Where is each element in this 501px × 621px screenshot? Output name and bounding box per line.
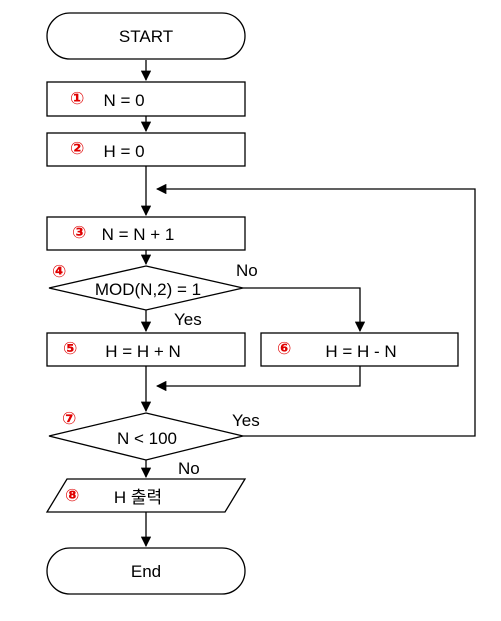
step7-decision: ⑦ N < 100 Yes No bbox=[48, 409, 260, 478]
step1-number: ① bbox=[70, 89, 84, 108]
start-terminal: START bbox=[46, 12, 246, 60]
end-terminal: End bbox=[46, 547, 246, 595]
arrow-4-no-to-6 bbox=[243, 287, 366, 333]
step2-number: ② bbox=[70, 139, 84, 158]
step6-number: ⑥ bbox=[277, 339, 291, 358]
step3-process: ③ N = N + 1 bbox=[46, 216, 246, 251]
step7-yes-label: Yes bbox=[232, 411, 260, 430]
step4-number: ④ bbox=[52, 262, 66, 281]
step3-number: ③ bbox=[72, 223, 86, 242]
step5-label: H = H + N bbox=[105, 342, 181, 361]
step7-number: ⑦ bbox=[62, 409, 76, 428]
connectors bbox=[140, 60, 476, 548]
step6-label: H = H - N bbox=[325, 342, 396, 361]
end-label: End bbox=[131, 562, 161, 581]
step4-yes-label: Yes bbox=[174, 310, 202, 329]
step2-label: H = 0 bbox=[103, 142, 144, 161]
step8-label: H 출력 bbox=[114, 488, 162, 507]
start-label: START bbox=[119, 27, 173, 46]
step7-no-label: No bbox=[178, 459, 200, 478]
arrow-6-merge bbox=[155, 366, 361, 392]
step1-process: ① N = 0 bbox=[46, 81, 246, 117]
step3-label: N = N + 1 bbox=[102, 225, 175, 244]
arrow-7-yes-loop bbox=[155, 183, 476, 437]
step4-no-label: No bbox=[236, 261, 258, 280]
step6-process: ⑥ H = H - N bbox=[260, 332, 459, 367]
step7-label: N < 100 bbox=[117, 429, 177, 448]
step5-number: ⑤ bbox=[63, 339, 77, 358]
step5-process: ⑤ H = H + N bbox=[46, 332, 246, 367]
step4-label: MOD(N,2) = 1 bbox=[95, 280, 201, 299]
step2-process: ② H = 0 bbox=[46, 132, 246, 167]
step8-number: ⑧ bbox=[65, 486, 79, 505]
step4-decision: ④ MOD(N,2) = 1 No Yes bbox=[48, 261, 258, 329]
step1-label: N = 0 bbox=[103, 91, 144, 110]
step8-output: ⑧ H 출력 bbox=[45, 478, 247, 513]
